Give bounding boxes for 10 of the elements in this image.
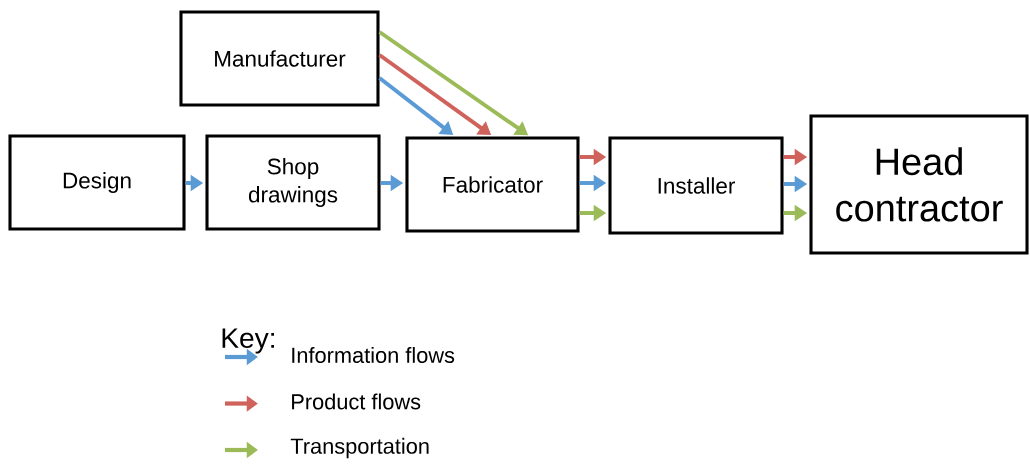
process-box: Installer <box>608 136 784 235</box>
process-box: Manufacturer <box>179 10 380 107</box>
legend-text: Transportation <box>290 437 429 459</box>
process-box: Design <box>8 134 186 231</box>
process-box: Fabricator <box>405 136 580 233</box>
legend-text: Information flows <box>292 347 455 363</box>
process-box: Shop drawings <box>205 134 381 231</box>
legend-text: Product flows <box>292 393 421 410</box>
key-heading: Key: <box>222 328 274 354</box>
process-box: Head contractor <box>809 114 1029 255</box>
